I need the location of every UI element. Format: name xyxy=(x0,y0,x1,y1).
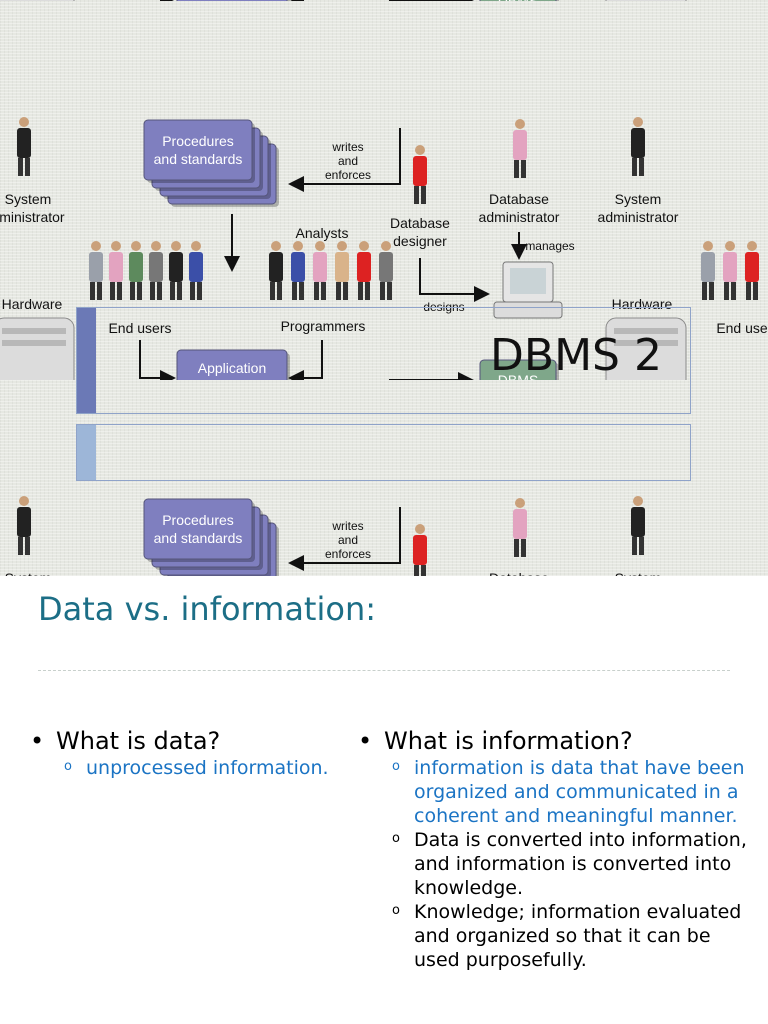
application-programs-box xyxy=(176,0,288,1)
connector-line xyxy=(288,340,323,380)
subtitle-frame xyxy=(76,424,691,481)
end-users-label: End use xyxy=(716,320,768,336)
subtitle-accent-bar xyxy=(76,424,96,481)
programmers-label: Programmers xyxy=(281,318,366,334)
circle-bullet-icon: o xyxy=(392,759,400,774)
list-item-text: Knowledge; information evaluated and org… xyxy=(414,901,742,971)
left-column: • What is data? o unprocessed informatio… xyxy=(30,726,340,783)
hardware-server-icon xyxy=(0,0,75,1)
circle-bullet-icon: o xyxy=(392,903,400,918)
bullet-dot-icon: • xyxy=(30,727,45,755)
end-user-icon xyxy=(129,241,143,300)
computer-icon xyxy=(493,261,563,319)
title-frame xyxy=(76,307,691,414)
list-item: o unprocessed information. xyxy=(64,756,340,783)
divider xyxy=(38,670,730,671)
system-administrator-label: Systemdministrator xyxy=(0,191,65,225)
database-admin-icon xyxy=(513,119,527,178)
system-admin-icon xyxy=(17,496,31,555)
hardware-server-icon xyxy=(605,317,687,380)
list-item-text: unprocessed information. xyxy=(86,757,329,779)
hardware-server-icon xyxy=(0,317,75,380)
title-accent-bar xyxy=(76,307,96,414)
programmer-icon xyxy=(269,241,283,300)
dbms-label: DBMS xyxy=(498,0,538,1)
programmer-icon xyxy=(291,241,305,300)
bullet-text: What is information? xyxy=(384,727,633,755)
connector-line xyxy=(288,128,401,192)
manages-label: manages xyxy=(525,239,574,253)
programmer-icon xyxy=(313,241,327,300)
dbms-box xyxy=(479,359,557,380)
database-designer-icon xyxy=(413,145,427,204)
procedures-box xyxy=(143,119,253,181)
end-user-icon xyxy=(89,241,103,300)
connector-line xyxy=(139,340,176,380)
end-users-label: End users xyxy=(108,320,171,336)
end-user-icon xyxy=(169,241,183,300)
list-item: o Data is converted into information, an… xyxy=(392,828,753,900)
bullet-what-is-information: • What is information? xyxy=(358,726,753,756)
system-admin-icon xyxy=(631,117,645,176)
system-administrator-label: Systemdministrator xyxy=(0,570,65,576)
system-admin-icon xyxy=(631,496,645,555)
list-item: o information is data that have been org… xyxy=(392,756,753,828)
dbms-label: DBMS xyxy=(498,372,538,380)
programmer-icon xyxy=(335,241,349,300)
hardware-server-icon xyxy=(605,0,687,1)
application-programs-label: Applicationprograms xyxy=(198,0,267,1)
database-admin-icon xyxy=(513,498,527,557)
programmer-icon xyxy=(357,241,371,300)
application-programs-box xyxy=(176,349,288,380)
page-heading: Data vs. information: xyxy=(38,590,376,628)
bullet-what-is-data: • What is data? xyxy=(30,726,340,756)
application-programs-label: Applicationprograms xyxy=(198,360,267,380)
programmer-icon xyxy=(379,241,393,300)
end-user-icon xyxy=(723,241,737,300)
system-admin-icon xyxy=(17,117,31,176)
dbms-box xyxy=(479,0,557,1)
hardware-label: Hardware xyxy=(2,296,63,312)
database-designer-icon xyxy=(413,524,427,576)
list-item: o Knowledge; information evaluated and o… xyxy=(392,900,753,972)
right-column: • What is information? o information is … xyxy=(358,726,753,972)
hardware-label: Hardware xyxy=(612,296,673,312)
list-item-text: information is data that have been organ… xyxy=(414,757,745,827)
end-user-icon xyxy=(189,241,203,300)
procedures-box xyxy=(143,498,253,560)
sub-list: o information is data that have been org… xyxy=(392,756,753,972)
analysts-label: Analysts xyxy=(296,225,349,241)
sub-list: o unprocessed information. xyxy=(64,756,340,783)
circle-bullet-icon: o xyxy=(64,759,72,774)
bullet-text: What is data? xyxy=(56,727,221,755)
slide-title: DBMS 2 xyxy=(490,330,662,381)
connector-line xyxy=(288,507,401,571)
list-item-text: Data is converted into information, and … xyxy=(414,829,747,899)
end-user-icon xyxy=(149,241,163,300)
end-user-icon xyxy=(109,241,123,300)
end-user-icon xyxy=(701,241,715,300)
end-user-icon xyxy=(745,241,759,300)
bullet-dot-icon: • xyxy=(358,727,373,755)
connector-line xyxy=(419,258,490,302)
circle-bullet-icon: o xyxy=(392,831,400,846)
